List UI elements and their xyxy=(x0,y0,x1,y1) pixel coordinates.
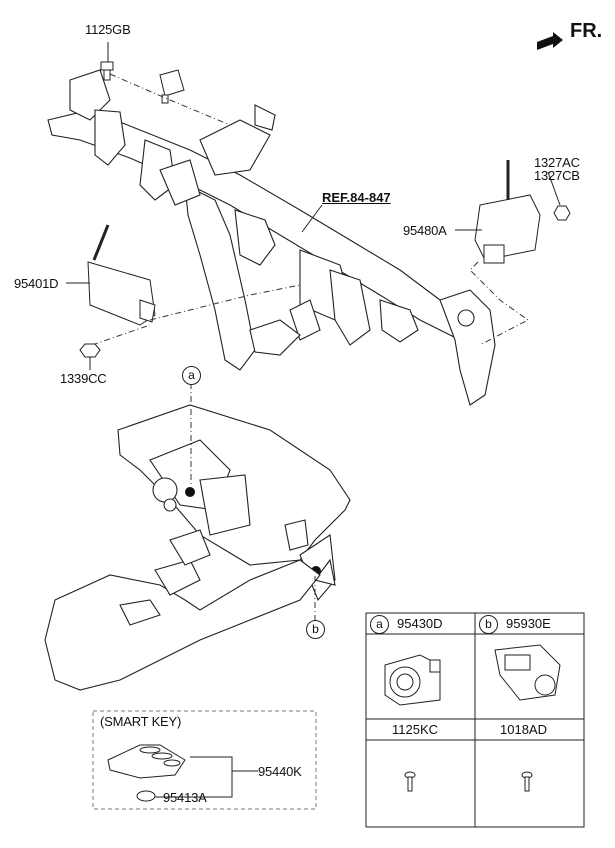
module-95480a xyxy=(474,160,541,264)
part-label-1125gb: 1125GB xyxy=(85,22,131,37)
table-part-1125kc: 1125KC xyxy=(392,722,439,737)
nut-1339cc-icon xyxy=(79,343,101,358)
parts-table xyxy=(365,612,585,828)
part-label-1327ac: 1327AC xyxy=(534,155,580,170)
smart-key-title: (SMART KEY) xyxy=(100,714,182,729)
part-label-95440k: 95440K xyxy=(258,764,302,779)
table-part-1018ad: 1018AD xyxy=(500,722,547,737)
nut-1327ac-icon xyxy=(553,205,571,221)
cowl-cross-bar xyxy=(47,69,496,406)
table-marker-b: b xyxy=(479,615,498,634)
part-label-95413a: 95413A xyxy=(163,790,207,805)
ignition-switch-95430d-icon xyxy=(384,654,441,706)
part-label-95480a: 95480A xyxy=(403,223,447,238)
crash-pad-dashboard xyxy=(117,404,351,602)
front-arrow-icon xyxy=(537,32,563,50)
sensor-icon xyxy=(159,69,185,104)
front-direction-label: FR. xyxy=(570,20,603,42)
table-part-95930e: 95930E xyxy=(506,616,551,631)
part-label-95401d: 95401D xyxy=(14,276,59,291)
center-console xyxy=(44,529,321,691)
reference-label: REF.84-847 xyxy=(322,190,391,205)
battery-95413a-icon xyxy=(136,790,156,802)
module-95401d xyxy=(87,224,156,326)
smart-key-fob xyxy=(107,744,186,779)
start-button-95930e-icon xyxy=(494,644,561,701)
callout-b: b xyxy=(306,620,325,639)
part-label-1339cc: 1339CC xyxy=(60,371,107,386)
table-part-95430d: 95430D xyxy=(397,616,443,631)
table-marker-a: a xyxy=(370,615,389,634)
screw-1018ad-icon xyxy=(521,771,533,792)
bolt-1125gb-icon xyxy=(100,42,114,81)
callout-a: a xyxy=(182,366,201,385)
ignition-switch-location-icon xyxy=(185,487,195,497)
part-label-1327cb: 1327CB xyxy=(534,168,580,183)
screw-1125kc-icon xyxy=(404,771,416,792)
